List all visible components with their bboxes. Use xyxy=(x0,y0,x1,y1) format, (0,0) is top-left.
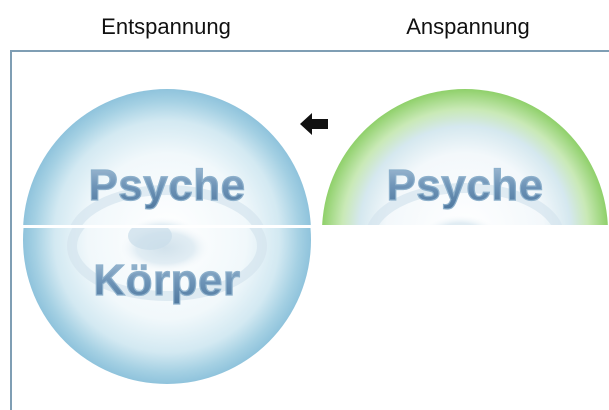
arrow-left-icon xyxy=(300,113,328,135)
label-anspannung: Anspannung xyxy=(406,14,530,39)
frame-left-line xyxy=(10,50,12,410)
frame-top-line xyxy=(10,50,609,52)
tense-circle-top xyxy=(322,89,608,225)
label-entspannung: Entspannung xyxy=(101,14,231,39)
relaxed-circle-top xyxy=(23,89,311,225)
relaxed-psyche-word: Psyche xyxy=(88,161,245,210)
relaxed-koerper-word: Körper xyxy=(93,256,240,305)
relaxed-circle-bottom xyxy=(23,228,311,384)
tense-psyche-word: Psyche xyxy=(386,161,543,210)
